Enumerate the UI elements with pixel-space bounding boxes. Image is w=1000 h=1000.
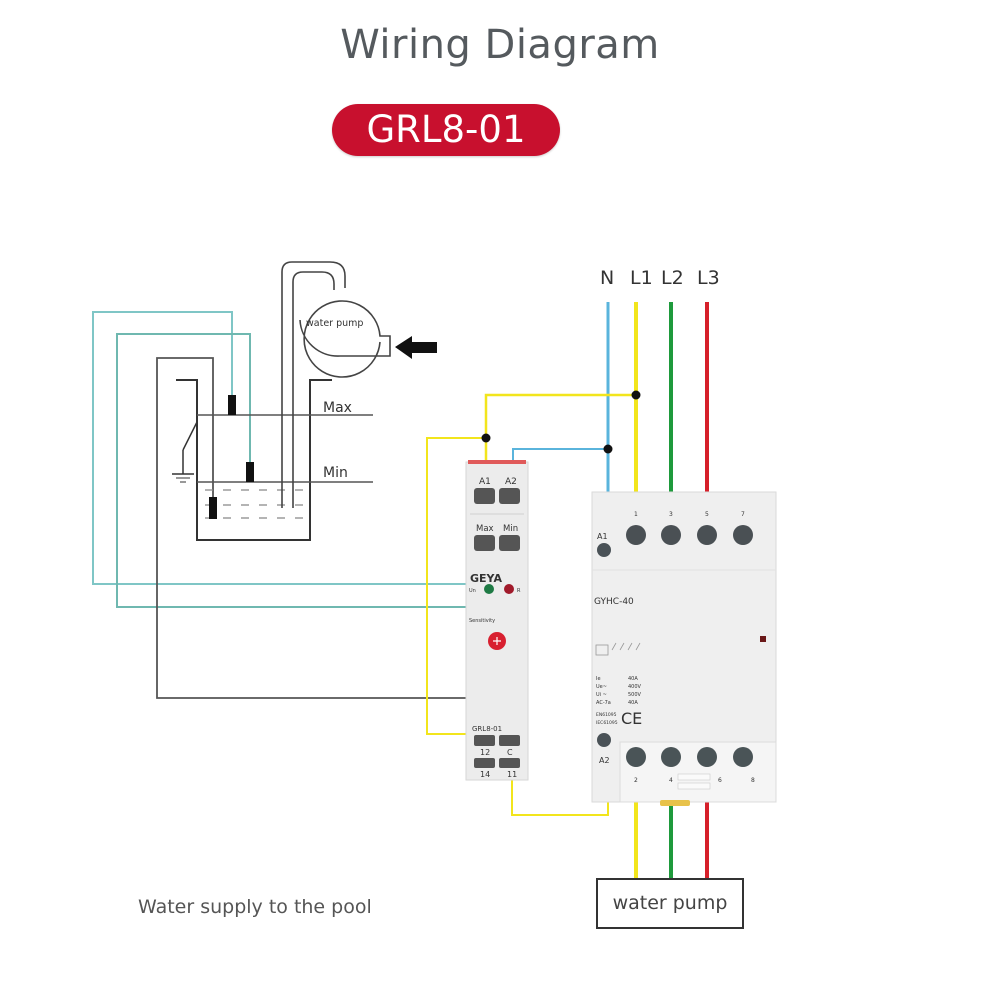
relay-terminal-max [474, 535, 495, 551]
relay-terminal-min [499, 535, 520, 551]
led-green-icon [484, 584, 494, 594]
ce-mark: CE [621, 709, 642, 728]
relay-model-label: GRL8-01 [472, 725, 502, 733]
contactor-terminal-3 [661, 525, 681, 545]
contactor-schematic-icon [595, 642, 641, 656]
contactor-terminal-6 [697, 747, 717, 767]
rating-ui-key: Ui ~ [596, 692, 607, 698]
sensitivity-label: Sensitivity [469, 618, 495, 624]
contactor-terminal-8 [733, 747, 753, 767]
relay-terminal-14 [474, 758, 495, 768]
model-badge: GRL8-01 [332, 104, 560, 156]
relay-11-label: 11 [507, 770, 517, 779]
rating-ui-value: 500V [628, 692, 642, 698]
common-probe [209, 497, 217, 519]
relay-min-label: Min [503, 524, 518, 534]
contactor-terminal-7 [733, 525, 753, 545]
contactor-terminal-1 [626, 525, 646, 545]
relay-terminal-c [499, 735, 520, 746]
relay-terminal-a1 [474, 488, 495, 504]
rating-ue-value: 400V [628, 684, 642, 690]
relay-terminal-12 [474, 735, 495, 746]
contactor-bottom-label-6: 6 [718, 777, 722, 784]
contactor-bottom-label-4: 4 [669, 777, 673, 784]
contactor-top-label-1: 1 [634, 511, 638, 518]
probe-wires [92, 311, 513, 740]
ground-switch [182, 421, 198, 451]
relay-brand: GEYA [470, 572, 502, 585]
contactor-bottom-label-2: 2 [634, 777, 638, 784]
standard-iec: IEC61095 [596, 720, 618, 726]
pump-label: water pump [306, 318, 363, 329]
pump-pipe [281, 261, 346, 508]
relay-a1-label: A1 [479, 477, 491, 487]
relay-a2-wire [512, 448, 608, 462]
relay-12-wire [426, 437, 486, 735]
contactor-a2-label: A2 [599, 756, 610, 765]
contactor-terminal-4 [661, 747, 681, 767]
rating-ac7a-value: 40A [628, 700, 638, 706]
min-label: Min [323, 465, 348, 481]
contactor: A1 1 3 5 7 GYHC-40 Ie 40A Ue~ 400V Ui ~ … [591, 491, 777, 806]
rating-ie-value: 40A [628, 676, 638, 682]
caption: Water supply to the pool [138, 896, 372, 918]
rating-ue-key: Ue~ [596, 684, 607, 690]
relay-a1-wire [484, 393, 636, 462]
rating-ie-key: Ie [596, 676, 601, 682]
relay-a2-label: A2 [505, 477, 517, 487]
rating-ac7a-key: AC-7a [596, 700, 611, 706]
relay-max-label: Max [476, 524, 494, 534]
relay-led-un-label: Un [469, 588, 476, 594]
contactor-terminal-a1 [597, 543, 611, 557]
contactor-top-label-5: 5 [705, 511, 709, 518]
relay-14-label: 14 [480, 770, 490, 779]
inlet-arrow-icon [395, 336, 437, 359]
contactor-terminal-a2 [597, 733, 611, 747]
contactor-bottom-label-8: 8 [751, 777, 755, 784]
phase-label-l2: L2 [661, 267, 684, 289]
load-water-pump: water pump [596, 878, 744, 929]
phase-label-l3: L3 [697, 267, 720, 289]
water-tank [172, 379, 373, 541]
relay-12-label: 12 [480, 748, 490, 757]
relay-terminal-11 [499, 758, 520, 768]
relay-terminal-a2 [499, 488, 520, 504]
contactor-top-label-7: 7 [741, 511, 745, 518]
contactor-model: GYHC-40 [594, 597, 634, 607]
standard-en: EN61095 [596, 712, 617, 718]
max-probe-wire [92, 311, 488, 585]
led-red-icon [504, 584, 514, 594]
contactor-terminal-5 [697, 525, 717, 545]
water-pump-symbol: water pump [299, 300, 391, 378]
contactor-a1-label: A1 [597, 532, 608, 541]
min-probe-wire [116, 333, 512, 608]
contactor-terminal-2 [626, 747, 646, 767]
max-probe [228, 395, 236, 415]
min-probe [246, 462, 254, 482]
max-label: Max [323, 400, 352, 416]
phase-label-l1: L1 [630, 267, 653, 289]
relay-c-label: C [507, 748, 513, 757]
junction-dots [481, 390, 641, 454]
contactor-top-label-3: 3 [669, 511, 673, 518]
phase-label-n: N [600, 267, 614, 289]
tank-left-wall [176, 379, 332, 541]
level-relay: A1 A2 Max Min GEYA Un R Sensitivity GRL8… [465, 460, 529, 781]
relay-led-r-label: R [517, 588, 521, 594]
contactor-indicator [760, 636, 766, 642]
diagram-title: Wiring Diagram [340, 22, 660, 68]
